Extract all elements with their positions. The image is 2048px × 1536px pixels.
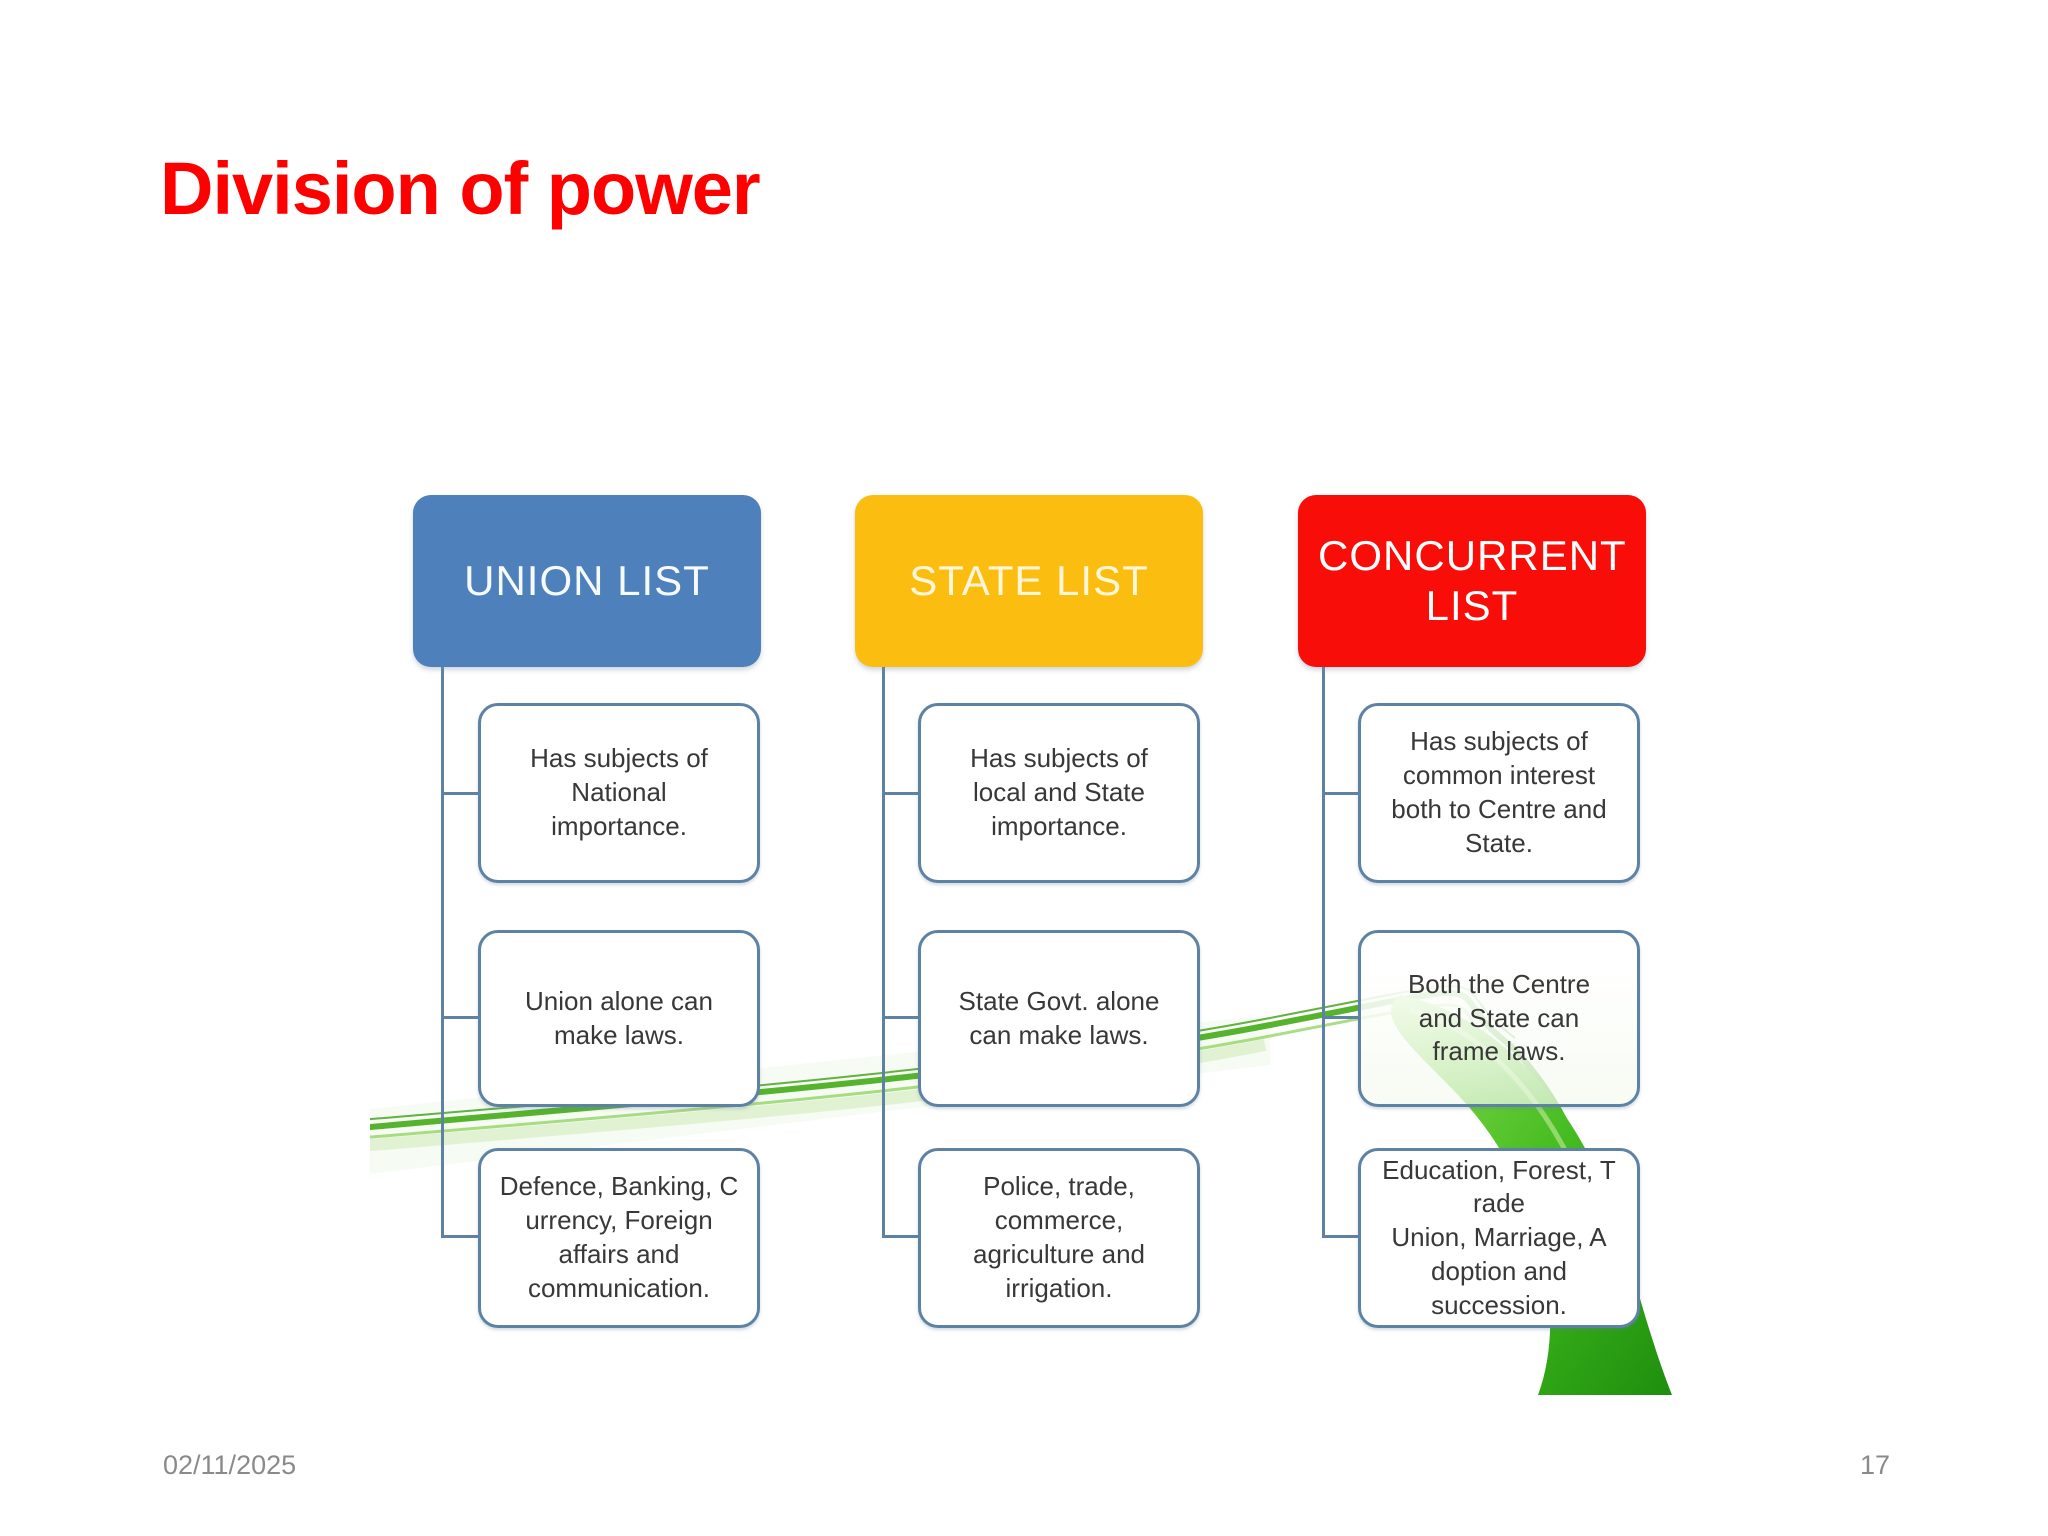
connector-stub bbox=[1322, 792, 1360, 795]
state-item-state-govt-laws: State Govt. alone can make laws. bbox=[918, 930, 1200, 1107]
state-list-header: STATE LIST bbox=[855, 495, 1203, 667]
connector-stub bbox=[1322, 1016, 1360, 1019]
union-item-subjects-list: Defence, Banking, C urrency, Foreign aff… bbox=[478, 1148, 760, 1328]
connector-stub bbox=[882, 792, 920, 795]
concurrent-item-subjects-list: Education, Forest, T rade Union, Marriag… bbox=[1358, 1148, 1640, 1328]
connector-vline-state bbox=[882, 667, 885, 1237]
connector-stub bbox=[882, 1235, 920, 1238]
state-item-subjects-list: Police, trade, commerce, agriculture and… bbox=[918, 1148, 1200, 1328]
concurrent-list-header: CONCURRENT LIST bbox=[1298, 495, 1646, 667]
footer-page-number: 17 bbox=[1859, 1450, 1890, 1480]
union-list-header: UNION LIST bbox=[413, 495, 761, 667]
connector-vline-concurrent bbox=[1322, 667, 1325, 1237]
division-of-power-diagram: UNION LIST STATE LIST CONCURRENT LIST Ha… bbox=[370, 470, 1690, 1395]
slide-title: Division of power bbox=[160, 147, 761, 230]
connector-stub bbox=[441, 1235, 479, 1238]
connector-stub bbox=[441, 1016, 479, 1019]
connector-vline-union bbox=[441, 667, 444, 1237]
concurrent-item-common-interest: Has subjects of common interest both to … bbox=[1358, 703, 1640, 883]
connector-stub bbox=[882, 1016, 920, 1019]
concurrent-item-both-frame-laws: Both the Centre and State can frame laws… bbox=[1358, 930, 1640, 1107]
union-item-national-importance: Has subjects of National importance. bbox=[478, 703, 760, 883]
connector-stub bbox=[1322, 1235, 1360, 1238]
footer-date: 02/11/2025 bbox=[163, 1450, 297, 1480]
connector-stub bbox=[441, 792, 479, 795]
state-item-local-importance: Has subjects of local and State importan… bbox=[918, 703, 1200, 883]
union-item-union-alone-laws: Union alone can make laws. bbox=[478, 930, 760, 1107]
